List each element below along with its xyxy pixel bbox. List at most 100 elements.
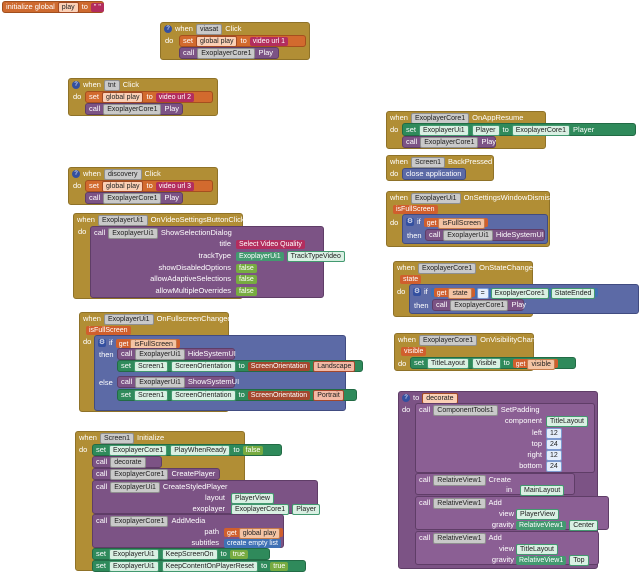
- ui-component[interactable]: ExoplayerUi1: [109, 560, 159, 572]
- get-block[interactable]: get isFullScreen: [423, 217, 488, 229]
- set-keepscreenon[interactable]: set ExoplayerUi1 KeepScreenOn to true: [92, 548, 270, 560]
- exoplayer-ui-component[interactable]: ExoplayerUi1: [135, 376, 185, 388]
- relativeview-component[interactable]: RelativeView1: [433, 532, 486, 544]
- video-url-2[interactable]: video url 2: [155, 92, 195, 102]
- decorate-proc[interactable]: decorate: [110, 456, 146, 468]
- settings-dismiss-block[interactable]: when ExoplayerUi1 OnSettingsWindowDismis…: [386, 191, 554, 247]
- back-pressed-block[interactable]: when Screen1 BackPressed do close applic…: [386, 155, 494, 181]
- close-application[interactable]: close application: [402, 168, 466, 180]
- set-global-block[interactable]: set global play to video url 2: [85, 91, 213, 103]
- global-var-name[interactable]: play: [57, 1, 79, 13]
- top-value[interactable]: Top: [569, 554, 589, 566]
- core-component[interactable]: ExoplayerCore1: [511, 124, 570, 136]
- core-component[interactable]: ExoplayerCore1: [450, 299, 509, 311]
- viasat-component[interactable]: viasat: [195, 23, 223, 35]
- set-orientation-portrait[interactable]: set Screen1 ScreenOrientation to ScreenO…: [117, 389, 357, 401]
- video-url-1[interactable]: video url 1: [249, 36, 289, 46]
- titlelayout-component[interactable]: TitleLayout: [427, 357, 469, 369]
- tnt-component[interactable]: tnt: [103, 79, 120, 91]
- tracktype-value[interactable]: TrackTypeVideo: [286, 250, 345, 262]
- global-init-block[interactable]: initialize global play to " ": [2, 1, 104, 13]
- tnt-click-block[interactable]: ? when tnt Click do set global play to v…: [68, 78, 218, 116]
- exoplayer-core-component[interactable]: ExoplayerCore1: [103, 192, 162, 204]
- false-value[interactable]: false: [242, 445, 264, 455]
- screen1-component[interactable]: Screen1: [410, 156, 446, 168]
- discovery-component[interactable]: discovery: [103, 168, 142, 180]
- orientation-prop[interactable]: ScreenOrientation: [171, 389, 236, 401]
- if-block[interactable]: ⚙ if get state = ExoplayerCore1 StateEnd…: [409, 284, 639, 314]
- set-keepcontent[interactable]: set ExoplayerUi1 KeepContentOnPlayerRese…: [92, 560, 306, 572]
- core-component[interactable]: ExoplayerCore1: [231, 503, 290, 515]
- get-visible[interactable]: get visible: [512, 358, 558, 370]
- global-play-var[interactable]: global play: [196, 35, 238, 47]
- call-relative-add-title[interactable]: call RelativeView1 Add view TitleLayout …: [415, 531, 599, 566]
- enum-orientation[interactable]: ScreenOrientation: [247, 361, 311, 371]
- screen-initialize-block[interactable]: when Screen1 Initialize do set Exoplayer…: [75, 431, 321, 572]
- bottom-value[interactable]: 24: [546, 460, 562, 472]
- help-icon[interactable]: ?: [164, 25, 172, 33]
- set-ui-player[interactable]: set ExoplayerUi1 Player to ExoplayerCore…: [402, 123, 636, 136]
- hide-system-ui-block[interactable]: call ExoplayerUi1 HideSystemUI: [117, 348, 236, 360]
- landscape-value[interactable]: Landscape: [313, 360, 356, 372]
- playerview-value[interactable]: PlayerView: [231, 492, 274, 504]
- gear-icon[interactable]: ⚙: [406, 218, 414, 226]
- gear-icon[interactable]: ⚙: [413, 288, 421, 296]
- help-icon[interactable]: ?: [72, 170, 80, 178]
- empty-string[interactable]: " ": [90, 2, 104, 12]
- video-settings-click-block[interactable]: when ExoplayerUi1 OnVideoSettingsButtonC…: [73, 213, 345, 299]
- titlelayout-value[interactable]: TitleLayout: [516, 543, 558, 555]
- get-global-play[interactable]: get global play: [224, 527, 284, 539]
- fullscreen-changed-block[interactable]: when ExoplayerUi1 OnFullscreenChanged is…: [79, 312, 363, 412]
- call-play-block[interactable]: call ExoplayerCore1 Play: [85, 103, 183, 115]
- call-setpadding[interactable]: call ComponentTools1 SetPadding componen…: [415, 403, 595, 473]
- viasat-click-block[interactable]: ? when viasat Click do set global play t…: [160, 22, 310, 60]
- visibility-changed-block[interactable]: when ExoplayerCore1 OnVisibilityChanged …: [394, 333, 576, 371]
- param-visible[interactable]: visible: [401, 346, 427, 356]
- call-createplayer[interactable]: call ExoplayerCore1 CreatePlayer: [92, 468, 220, 480]
- core-component[interactable]: ExoplayerCore1: [109, 444, 168, 456]
- true-value[interactable]: true: [229, 549, 248, 559]
- true-value[interactable]: true: [270, 561, 289, 571]
- video-url-3[interactable]: video url 3: [155, 181, 195, 191]
- title-value[interactable]: Select Video Quality: [236, 239, 305, 249]
- center-value[interactable]: Center: [569, 519, 599, 531]
- ui-component[interactable]: ExoplayerUi1: [419, 124, 469, 136]
- relativeview-component[interactable]: RelativeView1: [433, 497, 486, 509]
- set-orientation-landscape[interactable]: set Screen1 ScreenOrientation to ScreenO…: [117, 360, 363, 372]
- top-value[interactable]: 24: [546, 438, 562, 450]
- orientation-prop[interactable]: ScreenOrientation: [171, 360, 236, 372]
- exoplayer-ui-component[interactable]: ExoplayerUi1: [108, 227, 158, 239]
- screen-component[interactable]: Screen1: [134, 389, 169, 401]
- componenttools-component[interactable]: ComponentTools1: [433, 404, 498, 416]
- mainlayout-value[interactable]: MainLayout: [520, 484, 565, 496]
- get-block[interactable]: get isFullScreen: [115, 338, 180, 350]
- if-block[interactable]: ⚙ if get isFullScreen then call Exoplaye…: [94, 335, 363, 411]
- help-icon[interactable]: ?: [402, 394, 410, 402]
- set-playwhenready[interactable]: set ExoplayerCore1 PlayWhenReady to fals…: [92, 444, 282, 456]
- core-component[interactable]: ExoplayerCore1: [418, 334, 478, 346]
- param-state[interactable]: state: [400, 274, 422, 284]
- player-prop[interactable]: Player: [471, 124, 500, 136]
- param-isfullscreen[interactable]: isFullScreen: [393, 204, 438, 214]
- exoplayer-core-component[interactable]: ExoplayerCore1: [103, 103, 162, 115]
- call-relative-create[interactable]: call RelativeView1 Create in MainLayout: [415, 473, 575, 496]
- relativeview-component[interactable]: RelativeView1: [516, 555, 567, 565]
- set-global-block[interactable]: set global play to video url 1: [179, 35, 306, 47]
- state-changed-block[interactable]: when ExoplayerCore1 OnStateChanged state…: [393, 261, 639, 317]
- ui-component[interactable]: ExoplayerUi1: [110, 481, 160, 493]
- visible-prop[interactable]: Visible: [472, 357, 501, 369]
- gear-icon[interactable]: ⚙: [98, 339, 106, 347]
- titlelayout-value[interactable]: TitleLayout: [546, 415, 588, 427]
- global-play-var[interactable]: global play: [102, 180, 144, 192]
- false-value[interactable]: false: [236, 263, 257, 273]
- core-component[interactable]: ExoplayerCore1: [110, 515, 169, 527]
- decorate-procedure[interactable]: ? to decorate do call ComponentTools1 Se…: [398, 391, 609, 569]
- screen1-component[interactable]: Screen1: [99, 432, 135, 444]
- if-block[interactable]: ⚙ if get isFullScreen then call Exoplaye…: [402, 214, 548, 244]
- relativeview-component[interactable]: RelativeView1: [516, 520, 567, 530]
- show-system-ui-block[interactable]: call ExoplayerUi1 ShowSystemUI: [117, 376, 239, 388]
- hide-system-ui-block[interactable]: call ExoplayerUi1 HideSystemUI: [425, 229, 545, 241]
- call-play-block[interactable]: call ExoplayerCore1 Play: [85, 192, 183, 204]
- core-component[interactable]: ExoplayerCore1: [110, 468, 169, 480]
- left-value[interactable]: 12: [546, 427, 562, 439]
